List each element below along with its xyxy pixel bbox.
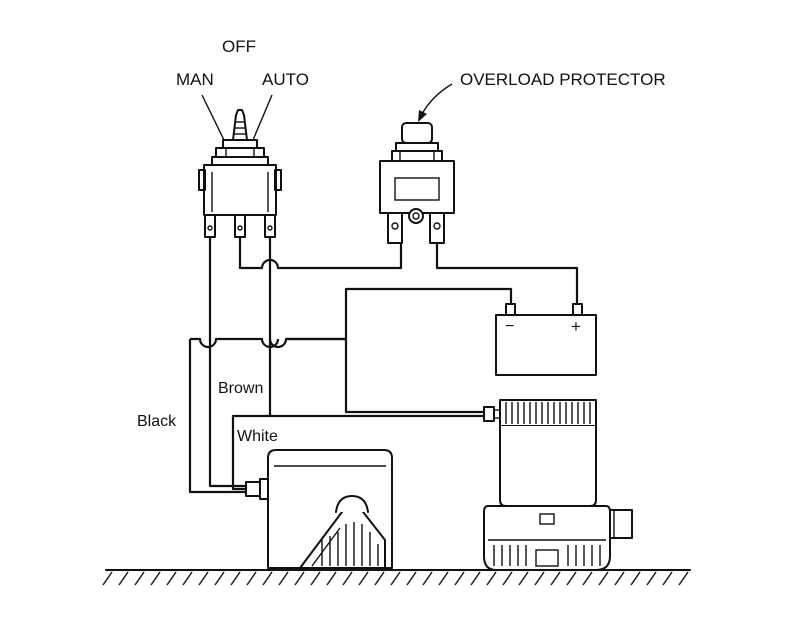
ground-hatch-mark xyxy=(582,571,593,586)
ground-hatch-mark xyxy=(150,571,161,586)
ground-hatch-mark xyxy=(598,571,609,586)
ground-hatch-mark xyxy=(678,571,689,586)
ground-hatch-mark xyxy=(134,571,145,586)
switch-man-label: MAN xyxy=(176,70,214,89)
ground-hatch-mark xyxy=(358,571,369,586)
ground-hatch-mark xyxy=(502,571,513,586)
wiring xyxy=(188,237,579,494)
ground-hatch-mark xyxy=(326,571,337,586)
switch-leader-lines xyxy=(201,94,273,141)
overload-protector-label: OVERLOAD PROTECTOR xyxy=(460,70,666,89)
switch-off-label: OFF xyxy=(222,37,256,56)
overload-protector xyxy=(379,122,455,244)
ground-hatch-mark xyxy=(630,571,641,586)
ground-hatch-mark xyxy=(342,571,353,586)
breaker-leader-arrow xyxy=(418,83,453,122)
ground-hatch-mark xyxy=(278,571,289,586)
battery-minus-label: − xyxy=(505,318,514,335)
ground-hatch-mark xyxy=(374,571,385,586)
ground-hatch-mark xyxy=(438,571,449,586)
ground-hatch-mark xyxy=(310,571,321,586)
ground-hatch-mark xyxy=(262,571,273,586)
ground-hatch-mark xyxy=(246,571,257,586)
ground-hatch-mark xyxy=(390,571,401,586)
ground-hatch-mark xyxy=(294,571,305,586)
switch-auto-label: AUTO xyxy=(262,70,309,89)
toggle-switch xyxy=(198,109,282,238)
wire-black-label: Black xyxy=(137,413,177,430)
ground-hatch-mark xyxy=(118,571,129,586)
wire-white-label: White xyxy=(237,428,278,445)
ground-hatch-mark xyxy=(518,571,529,586)
bilge-pump xyxy=(483,399,633,571)
ground-hatch-mark xyxy=(646,571,657,586)
ground-hatch-mark xyxy=(182,571,193,586)
ground-hatch-mark xyxy=(614,571,625,586)
ground-hatch-mark xyxy=(214,571,225,586)
ground-hatch-mark xyxy=(230,571,241,586)
ground-hatch-mark xyxy=(406,571,417,586)
ground-hatch-mark xyxy=(534,571,545,586)
ground-hatch-mark xyxy=(102,571,113,586)
ground-line xyxy=(102,569,691,586)
ground-hatch-mark xyxy=(550,571,561,586)
float-switch xyxy=(245,449,393,569)
battery: − + xyxy=(495,303,597,376)
ground-hatch-mark xyxy=(662,571,673,586)
ground-hatch-mark xyxy=(422,571,433,586)
ground-hatch-mark xyxy=(566,571,577,586)
wire-brown-label: Brown xyxy=(218,380,263,397)
ground-hatch-mark xyxy=(470,571,481,586)
ground-hatch-mark xyxy=(454,571,465,586)
ground-hatch-mark xyxy=(166,571,177,586)
ground-hatch-mark xyxy=(486,571,497,586)
battery-plus-label: + xyxy=(571,317,581,336)
ground-hatch-mark xyxy=(198,571,209,586)
